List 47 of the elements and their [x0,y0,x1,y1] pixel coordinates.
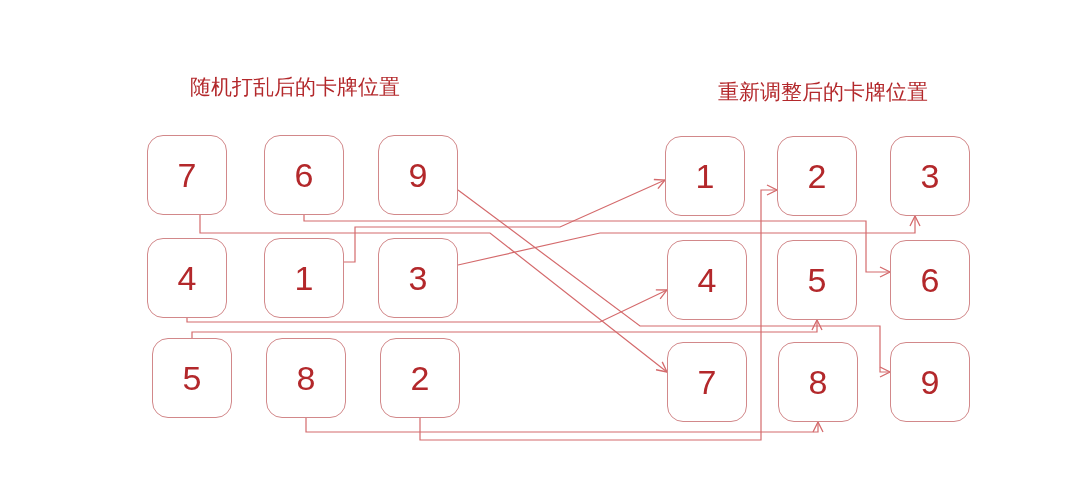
card [152,338,232,418]
arrow [457,215,921,266]
card [264,135,344,215]
card-number: 6 [294,158,314,192]
card [778,342,858,422]
arrow [199,214,668,373]
card-number: 1 [294,261,314,295]
card-number: 7 [177,158,197,192]
card [266,338,346,418]
card [378,238,458,318]
card [147,238,227,318]
heading: 重新调整后的卡牌位置 [718,79,928,106]
card-number: 7 [697,365,717,399]
card-number: 8 [808,365,828,399]
arrow [343,178,666,263]
card [777,136,857,216]
card [890,136,970,216]
card-number: 4 [177,261,197,295]
card [667,240,747,320]
card-number: 5 [807,263,827,297]
card [264,238,344,318]
card-number: 3 [408,261,428,295]
arrow [305,417,824,433]
card [665,136,745,216]
card [147,135,227,215]
arrow [186,289,668,323]
card-number: 2 [807,159,827,193]
card-number: 1 [695,159,715,193]
card [890,342,970,422]
card-number: 9 [408,158,428,192]
card [890,240,970,320]
card-number: 2 [410,361,430,395]
card [378,135,458,215]
card-number: 6 [920,263,940,297]
card-number: 9 [920,365,940,399]
card-number: 4 [697,263,717,297]
heading: 随机打乱后的卡牌位置 [190,74,400,101]
card [777,240,857,320]
card [380,338,460,418]
arrow [457,189,891,378]
arrow [191,319,823,339]
arrow [419,184,778,441]
card-number: 3 [920,159,940,193]
arrow [303,214,891,278]
card-number: 8 [296,361,316,395]
card-number: 5 [182,361,202,395]
card [667,342,747,422]
